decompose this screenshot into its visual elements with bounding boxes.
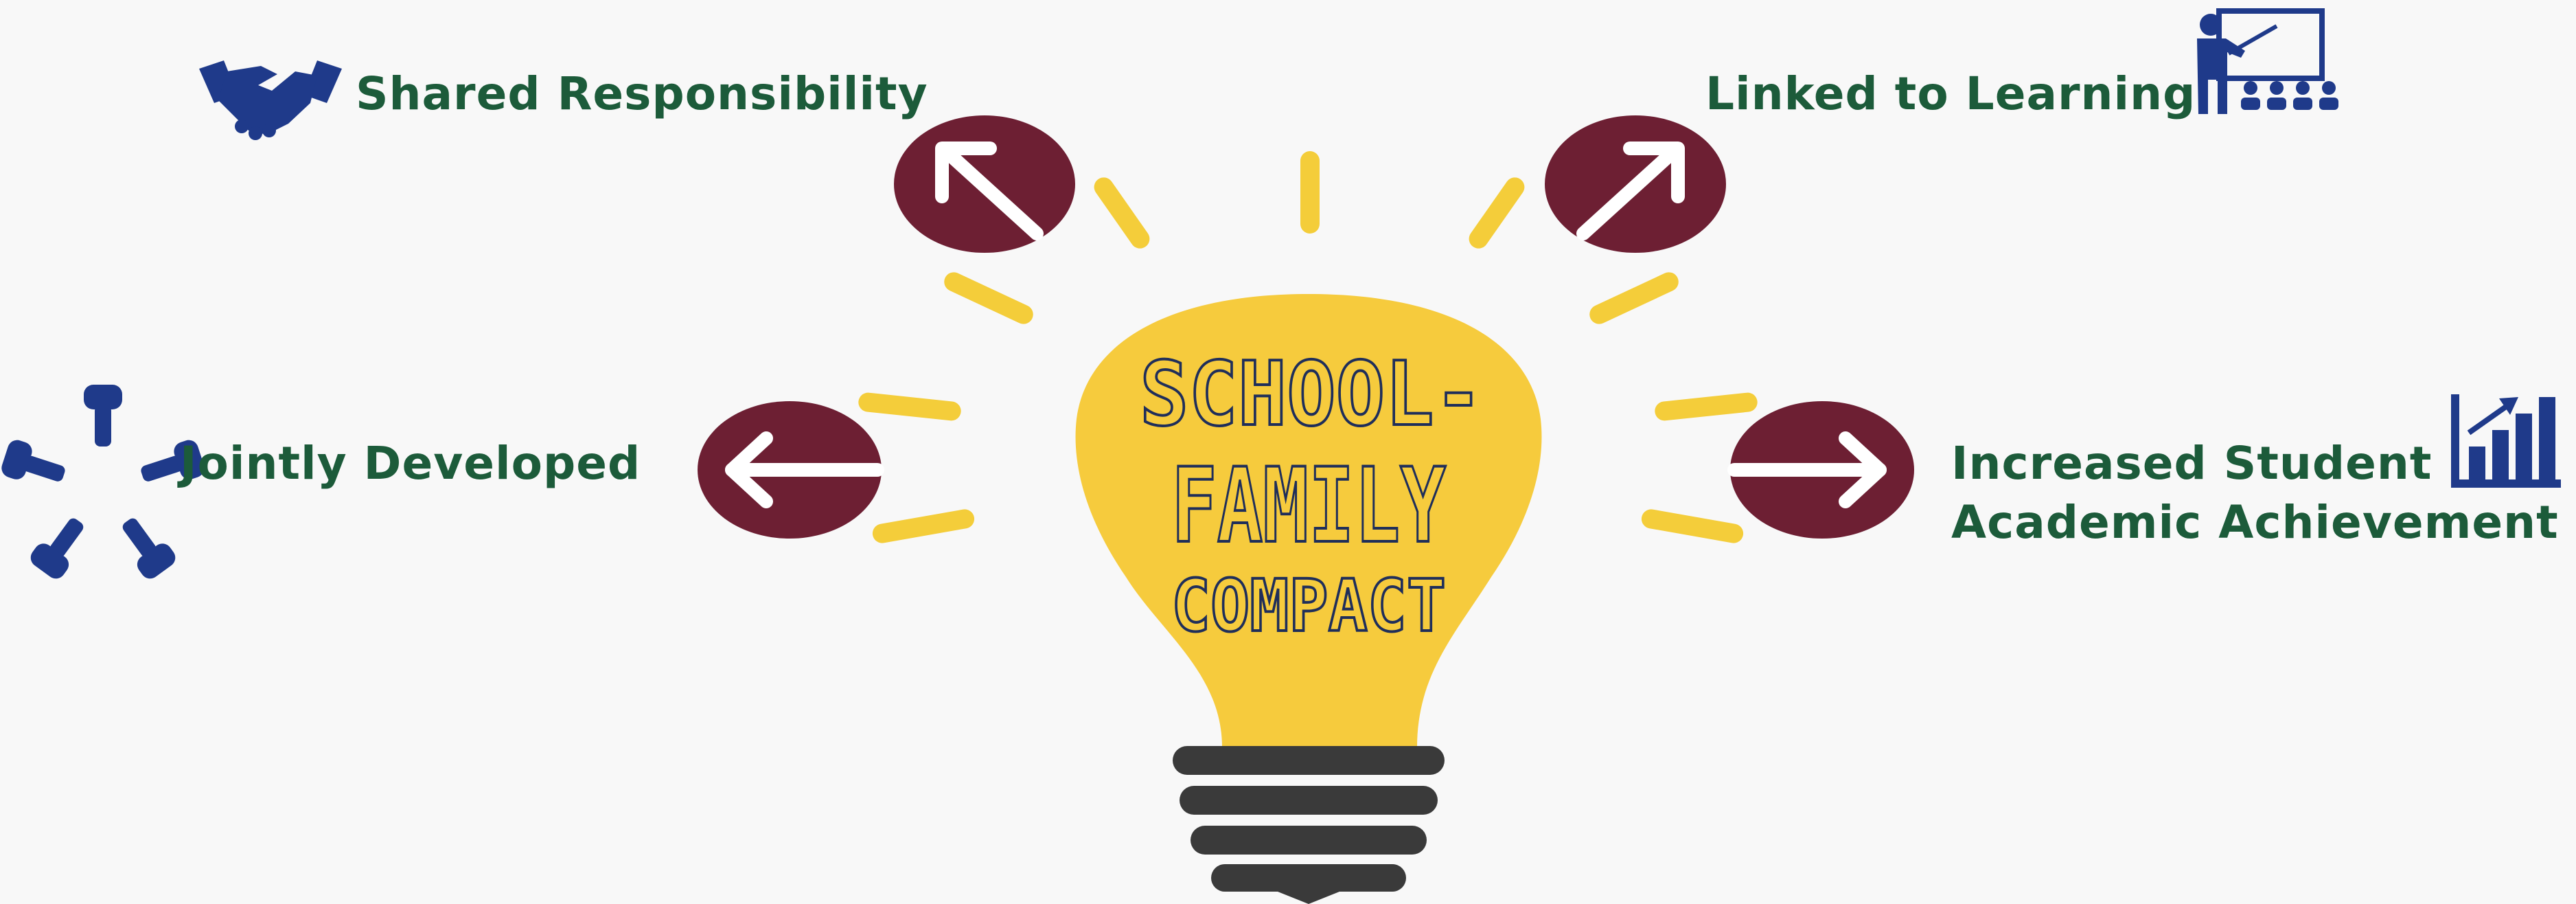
bulb-glass (1075, 294, 1542, 747)
hands-circle-icon (1, 385, 205, 579)
base-ring (1211, 864, 1406, 892)
bar-chart-growth-icon (2451, 394, 2561, 488)
label-linked-to-learning: Linked to Learning (1705, 67, 2196, 120)
arrow-shaft (941, 146, 1044, 240)
bulb-title-line3: COMPACT (1171, 564, 1446, 648)
arrow-head (725, 431, 773, 508)
base-tip (1274, 890, 1343, 904)
base-ring (1191, 826, 1427, 855)
light-rays (858, 151, 1758, 543)
arrow-shaft (1576, 146, 1679, 240)
ray (858, 392, 961, 421)
ray (1469, 177, 1525, 249)
ray (944, 272, 1033, 324)
arrow-head (1839, 431, 1887, 508)
label-jointly-developed: Jointly Developed (180, 437, 641, 490)
arrow-nw (894, 115, 1075, 253)
label-increased-line1: Increased Student (1951, 437, 2433, 490)
bulb-title-line1: SCHOOL- (1140, 343, 1483, 446)
ray (1300, 151, 1320, 234)
light-bulb: SCHOOL- FAMILY COMPACT (1075, 294, 1542, 904)
base-ring (1180, 786, 1438, 815)
label-increased-line2: Academic Achievement (1951, 495, 2559, 549)
ray (1094, 177, 1150, 249)
arrow-ne (1545, 115, 1726, 253)
arrow-head (1623, 142, 1685, 203)
arrow-left (698, 401, 884, 539)
ray (1589, 272, 1679, 324)
bulb-title-line2: FAMILY (1171, 447, 1446, 566)
base-ring (1173, 746, 1445, 775)
ray (872, 509, 975, 543)
handshake-icon (199, 60, 342, 140)
bulb-base (1173, 746, 1445, 904)
label-shared-responsibility: Shared Responsibility (356, 67, 928, 120)
teacher-presentation-icon (2197, 8, 2338, 114)
arrow-right (1727, 401, 1914, 539)
ray (1655, 392, 1758, 421)
ray (1641, 509, 1744, 543)
label-increased-achievement: Increased Student Academic Achievement (1951, 434, 2559, 552)
arrow-head (935, 142, 997, 203)
